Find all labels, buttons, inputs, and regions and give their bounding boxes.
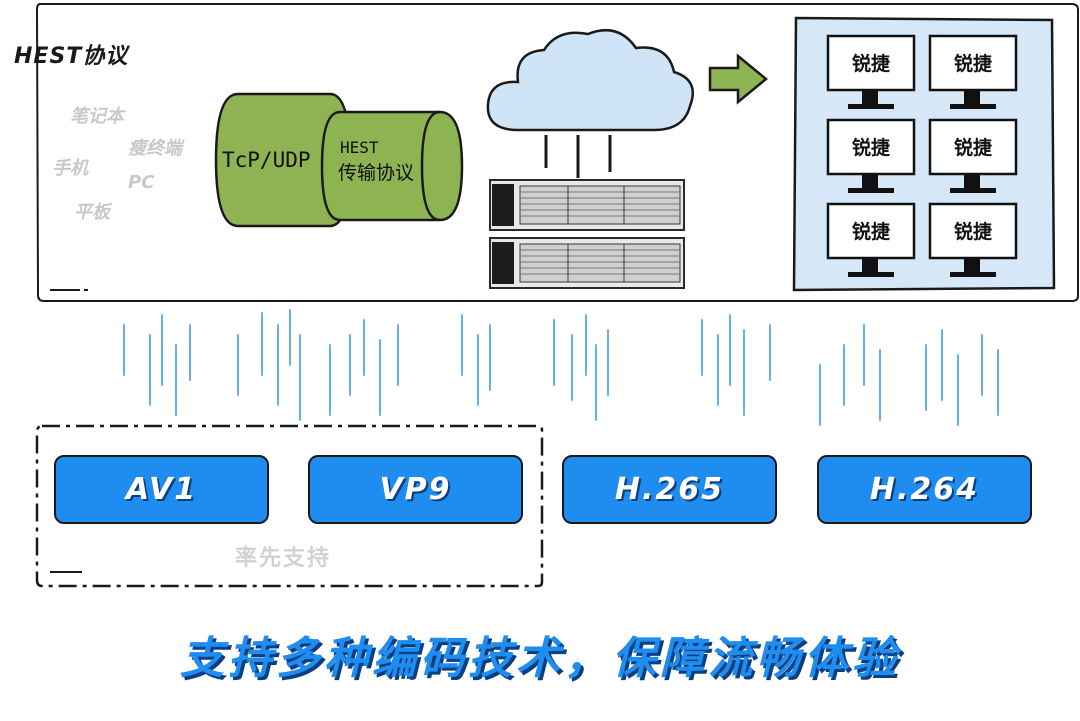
device-tablet: 平板 [74,202,110,223]
device-thin-client: 瘦终端 [128,138,182,159]
device-phone: 手机 [52,158,88,179]
monitor-label: 锐捷 [954,52,993,75]
monitor-label: 锐捷 [852,52,891,75]
slogan: 支持多种编码技术，保障流畅体验 [180,633,900,684]
data-stream-lines [123,309,999,426]
codec-av1: AV1 [54,455,269,524]
cylinder-inner-label-line2: 传输协议 [338,162,415,184]
device-pc: PC [128,172,155,193]
first-support-label: 率先支持 [235,546,332,571]
cloud-icon [486,29,694,132]
codec-h265: H.265 [562,455,777,524]
cloud-connection-lines [544,135,612,178]
cylinder-outer-label: TcP/UDP [222,148,311,172]
device-laptop: 笔记本 [70,106,124,127]
arrow-right-icon [708,53,768,105]
monitor-label: 锐捷 [954,136,993,159]
monitor-label: 锐捷 [852,136,891,159]
monitor-label: 锐捷 [954,220,993,243]
protocol-cylinder [214,92,464,228]
server-rack-icon [489,179,685,289]
codec-h264: H.264 [817,455,1032,524]
protocol-title: HEST协议 [14,44,129,69]
codec-vp9: VP9 [308,455,523,524]
monitor-label: 锐捷 [852,220,891,243]
first-support-group-frame [35,424,544,588]
top-panel-frame [35,3,1079,302]
monitor-grid: 锐捷 锐捷 锐捷 锐捷 锐捷 锐捷 [826,34,1018,277]
cylinder-inner-label-line1: HEST [340,138,379,157]
